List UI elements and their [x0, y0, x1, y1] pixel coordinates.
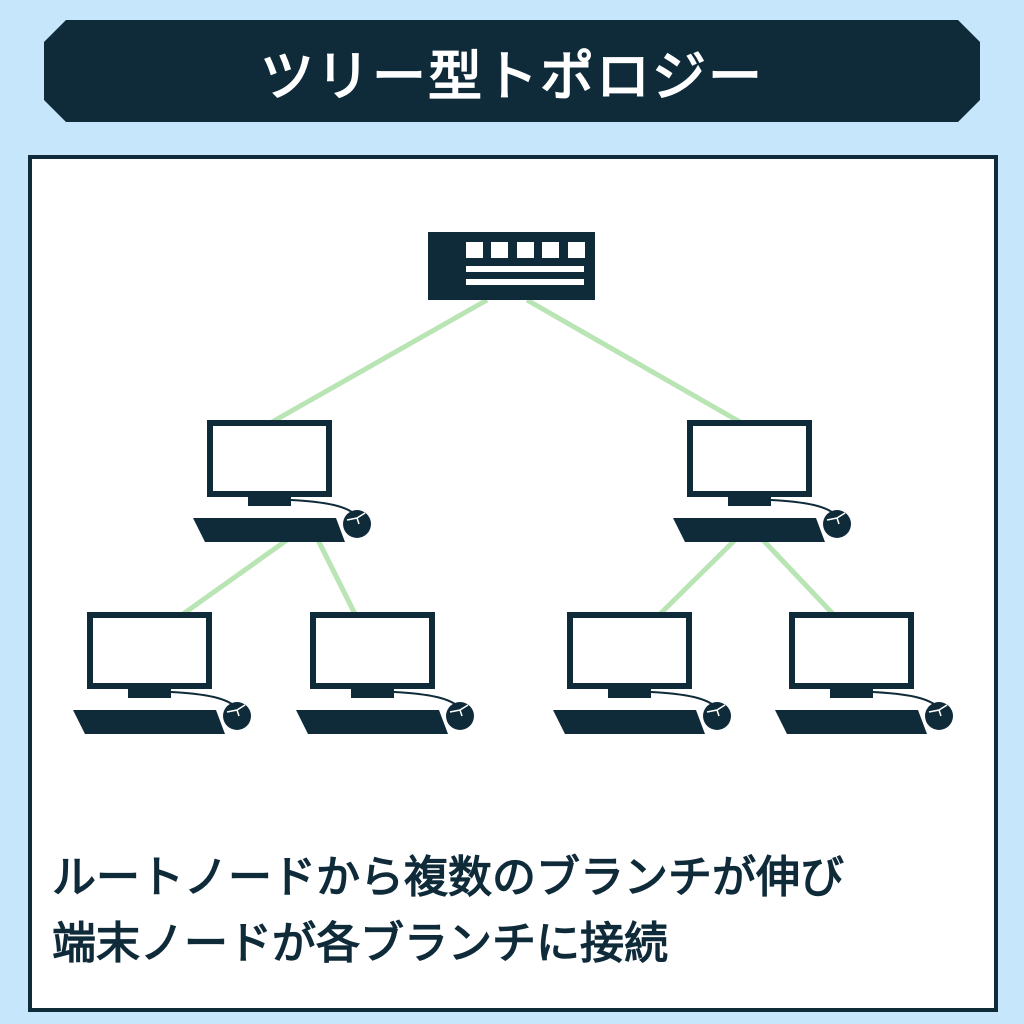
title-banner: ツリー型トポロジー — [44, 20, 980, 122]
caption: ルートノードから複数のブランチが伸び 端末ノードが各ブランチに接続 — [52, 845, 844, 977]
switch-icon — [428, 232, 595, 300]
link-root-branch-left — [270, 297, 489, 425]
computer-icon — [296, 615, 474, 734]
link-branch-left-leaf-2 — [315, 538, 358, 616]
computer-icon — [553, 615, 731, 734]
page-title: ツリー型トポロジー — [260, 44, 764, 108]
computer-icon — [73, 615, 251, 734]
connection-lines — [181, 297, 835, 617]
computer-icon — [193, 423, 371, 542]
computer-icon — [775, 615, 953, 734]
caption-line-2: 端末ノードが各ブランチに接続 — [52, 918, 668, 969]
link-branch-left-leaf-1 — [181, 537, 289, 617]
computer-icon — [673, 423, 851, 542]
link-branch-right-leaf-4 — [761, 538, 835, 616]
link-branch-right-leaf-3 — [658, 538, 737, 616]
caption-line-1: ルートノードから複数のブランチが伸び — [52, 852, 844, 903]
link-root-branch-right — [525, 297, 742, 425]
